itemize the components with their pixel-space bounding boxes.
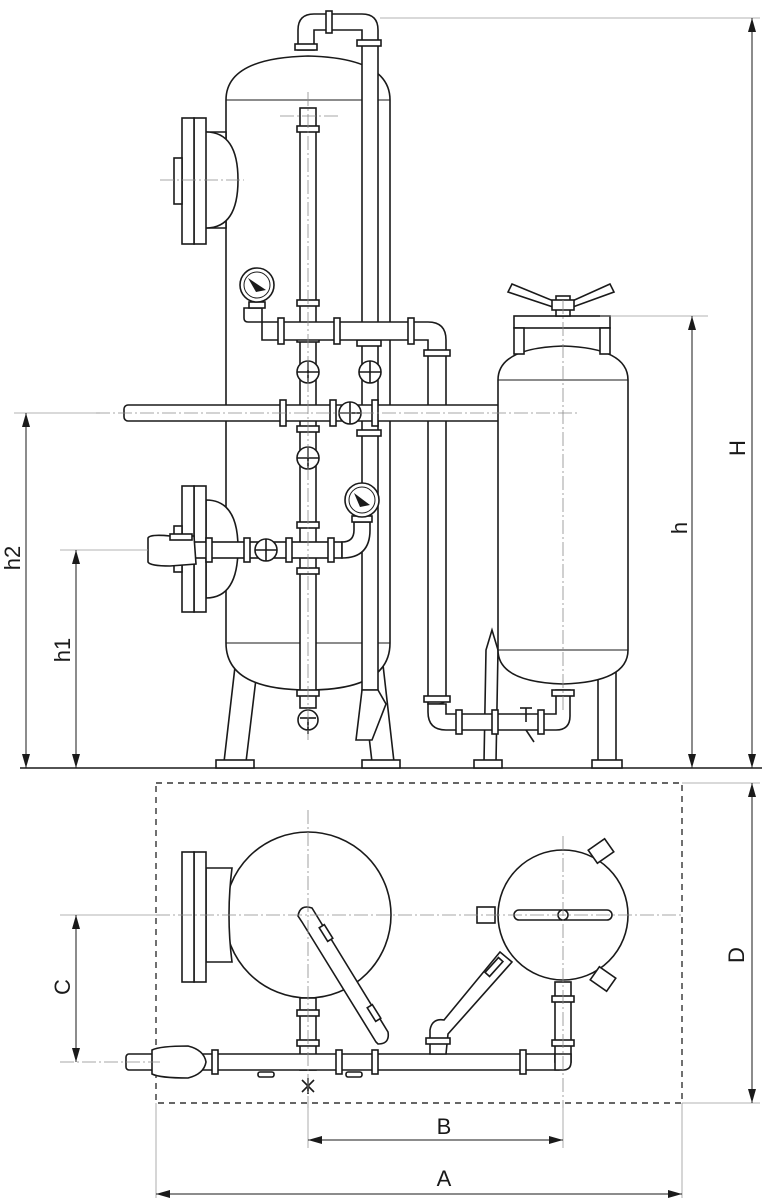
- diagonal-pipe-plan: [297, 906, 390, 1045]
- butterfly-valve-icon: [358, 360, 382, 384]
- pressure-gauge-icon: [344, 482, 380, 523]
- pressure-gauge-icon: [239, 267, 275, 309]
- dimension-label-C: C: [50, 979, 75, 995]
- manhole-plan: [181, 851, 233, 983]
- dimension-labels: H h h2 h1 C D B A: [0, 440, 750, 1191]
- dimension-lines: [14, 17, 760, 1198]
- butterfly-valve-icon: [254, 538, 278, 562]
- top-inlet-pipe: [294, 10, 387, 741]
- dimension-label-B: B: [437, 1114, 452, 1139]
- front-elevation: [20, 10, 762, 769]
- dimension-label-D: D: [724, 947, 749, 963]
- dimension-label-H: H: [725, 440, 750, 456]
- dimension-label-h1: h1: [50, 638, 75, 662]
- reagent-vessel: [473, 282, 629, 769]
- drain-tap-icon: [520, 707, 535, 743]
- reagent-outlet-pipe: [427, 689, 575, 735]
- dimension-label-A: A: [437, 1166, 452, 1191]
- plan-view: [60, 782, 683, 1108]
- dimension-label-h: h: [667, 522, 692, 534]
- dimension-label-h2: h2: [0, 546, 25, 570]
- footprint-outline: [155, 782, 683, 1104]
